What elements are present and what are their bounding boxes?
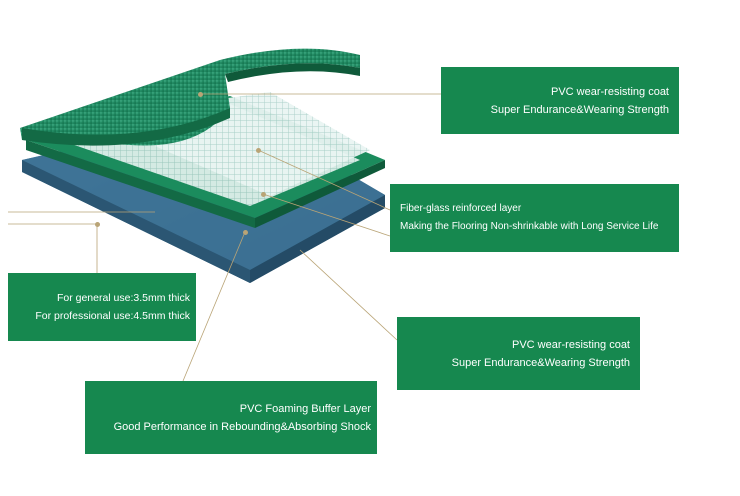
foam-layer-description: Good Performance in Rebounding&Absorbing… xyxy=(113,420,371,433)
label-foam-layer: PVC Foaming Buffer Layer Good Performanc… xyxy=(85,381,377,454)
pointer-dot xyxy=(261,192,266,197)
middle-coat-title: PVC wear-resisting coat xyxy=(512,338,630,351)
label-fiber-glass: Fiber-glass reinforced layer Making the … xyxy=(390,184,679,252)
label-top-coat: PVC wear-resisting coat Super Endurance&… xyxy=(441,67,679,134)
pointer-dot xyxy=(256,148,261,153)
pointer-dot xyxy=(198,92,203,97)
fiber-glass-title: Fiber-glass reinforced layer xyxy=(400,203,522,214)
leader-lines xyxy=(8,93,441,382)
top-coat-title: PVC wear-resisting coat xyxy=(551,85,669,98)
top-coat-layer xyxy=(20,48,360,146)
middle-coat-description: Super Endurance&Wearing Strength xyxy=(451,356,630,369)
fiber-glass-description: Making the Flooring Non-shrinkable with … xyxy=(400,221,659,232)
label-thickness: For general use:3.5mm thick For professi… xyxy=(8,273,196,341)
thickness-general: For general use:3.5mm thick xyxy=(56,292,190,304)
top-coat-description: Super Endurance&Wearing Strength xyxy=(490,103,669,116)
label-middle-coat: PVC wear-resisting coat Super Endurance&… xyxy=(397,317,640,390)
thickness-professional: For professional use:4.5mm thick xyxy=(35,310,190,322)
foam-layer-title: PVC Foaming Buffer Layer xyxy=(239,402,371,415)
pointer-dot xyxy=(243,230,248,235)
pointer-dot xyxy=(95,222,100,227)
